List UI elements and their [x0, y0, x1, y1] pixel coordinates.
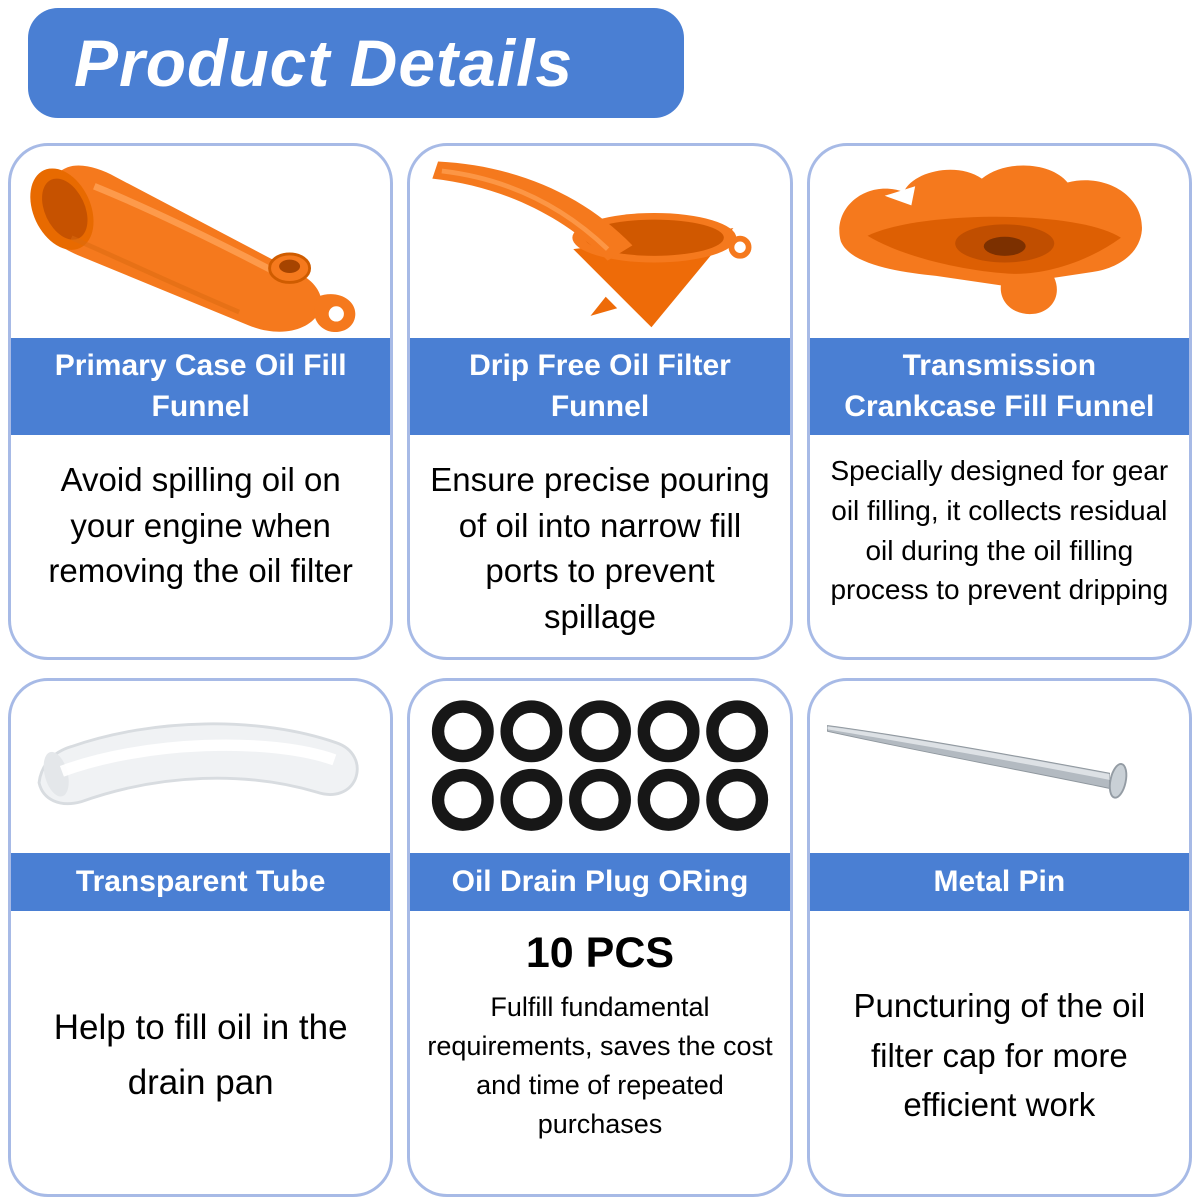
card-title-banner: Primary Case Oil Fill Funnel [11, 338, 391, 435]
card-title-banner: Drip Free Oil Filter Funnel [410, 338, 790, 435]
drip-free-funnel-illustration [432, 161, 752, 328]
card-body: Avoid spilling oil on your engine when r… [11, 435, 390, 657]
metal-pin-image [810, 681, 1189, 853]
page-header-banner: Product Details [28, 8, 684, 118]
card-description: Avoid spilling oil on your engine when r… [48, 461, 353, 590]
card-description: Fulfill fundamental requirements, saves … [427, 992, 773, 1140]
card-title: Primary Case Oil Fill Funnel [54, 349, 347, 423]
card-title: Transmission Crankcase Fill Funnel [844, 349, 1155, 423]
card-body: Puncturing of the oil filter cap for mor… [810, 911, 1189, 1194]
crankcase-funnel-image [810, 146, 1189, 338]
card-body: Help to fill oil in the drain pan [11, 911, 390, 1194]
page-title: Product Details [74, 26, 574, 100]
product-card-oring: Oil Drain Plug ORing 10 PCS Fulfill fund… [407, 678, 793, 1197]
card-description: Puncturing of the oil filter cap for mor… [853, 987, 1146, 1124]
card-title-banner: Transparent Tube [11, 853, 391, 911]
card-body: 10 PCS Fulfill fundamental requirements,… [410, 911, 789, 1194]
card-body: Specially designed for gear oil filling,… [810, 435, 1189, 657]
product-card-crankcase-funnel: Transmission Crankcase Fill Funnel Speci… [806, 143, 1192, 660]
quantity-label: 10 PCS [525, 929, 675, 977]
metal-pin-illustration [827, 724, 1128, 799]
card-title: Oil Drain Plug ORing [451, 864, 749, 898]
transparent-tube-image [11, 681, 390, 853]
primary-case-funnel-image [11, 146, 390, 338]
card-description: Specially designed for gear oil filling,… [830, 455, 1169, 606]
card-title-banner: Oil Drain Plug ORing [410, 853, 790, 911]
oring-set-illustration [431, 699, 769, 831]
primary-case-funnel-illustration [29, 165, 355, 332]
card-title-banner: Transmission Crankcase Fill Funnel [809, 338, 1189, 435]
card-description: Ensure precise pouring of oil into narro… [430, 461, 770, 635]
product-card-primary-case-funnel: Primary Case Oil Fill Funnel Avoid spill… [8, 143, 394, 660]
card-title: Drip Free Oil Filter Funnel [469, 349, 731, 423]
card-title: Metal Pin [933, 864, 1066, 898]
card-title: Transparent Tube [75, 864, 326, 898]
product-cards-grid: Primary Case Oil Fill Funnel Avoid spill… [8, 143, 1192, 1197]
crankcase-funnel-illustration [839, 165, 1143, 315]
product-card-drip-free-funnel: Drip Free Oil Filter Funnel Ensure preci… [407, 143, 793, 660]
drip-free-funnel-image [410, 146, 789, 338]
card-body: Ensure precise pouring of oil into narro… [410, 435, 789, 657]
product-card-transparent-tube: Transparent Tube Help to fill oil in the… [8, 678, 394, 1197]
oring-set-image [410, 681, 789, 853]
product-card-metal-pin: Metal Pin Puncturing of the oil filter c… [806, 678, 1192, 1197]
card-description: Help to fill oil in the drain pan [53, 1008, 348, 1102]
transparent-tube-illustration [37, 721, 359, 805]
card-title-banner: Metal Pin [809, 853, 1189, 911]
